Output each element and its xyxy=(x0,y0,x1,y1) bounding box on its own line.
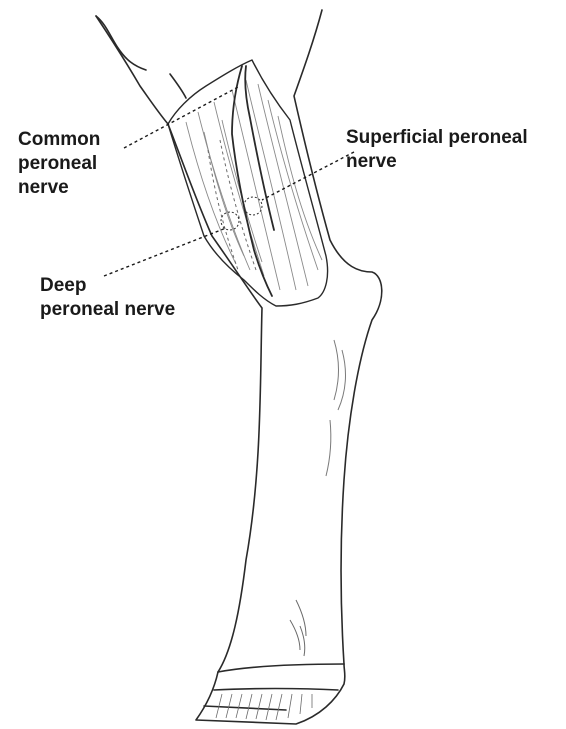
leader-common xyxy=(124,86,240,148)
leader-superficial xyxy=(262,152,354,200)
superficial-nerve-marker xyxy=(244,197,262,215)
label-superficial-peroneal-nerve: Superficial peroneal nerve xyxy=(346,126,528,174)
hock-shading xyxy=(326,340,345,476)
muscle-fibers xyxy=(186,80,322,290)
leader-deep xyxy=(104,228,226,276)
label-deep-peroneal-nerve: Deep peroneal nerve xyxy=(40,274,175,322)
limb-outline xyxy=(96,10,382,672)
hoof xyxy=(196,664,345,724)
label-common-peroneal-nerve: Common peroneal nerve xyxy=(18,128,100,200)
fetlock-detail xyxy=(290,600,306,656)
